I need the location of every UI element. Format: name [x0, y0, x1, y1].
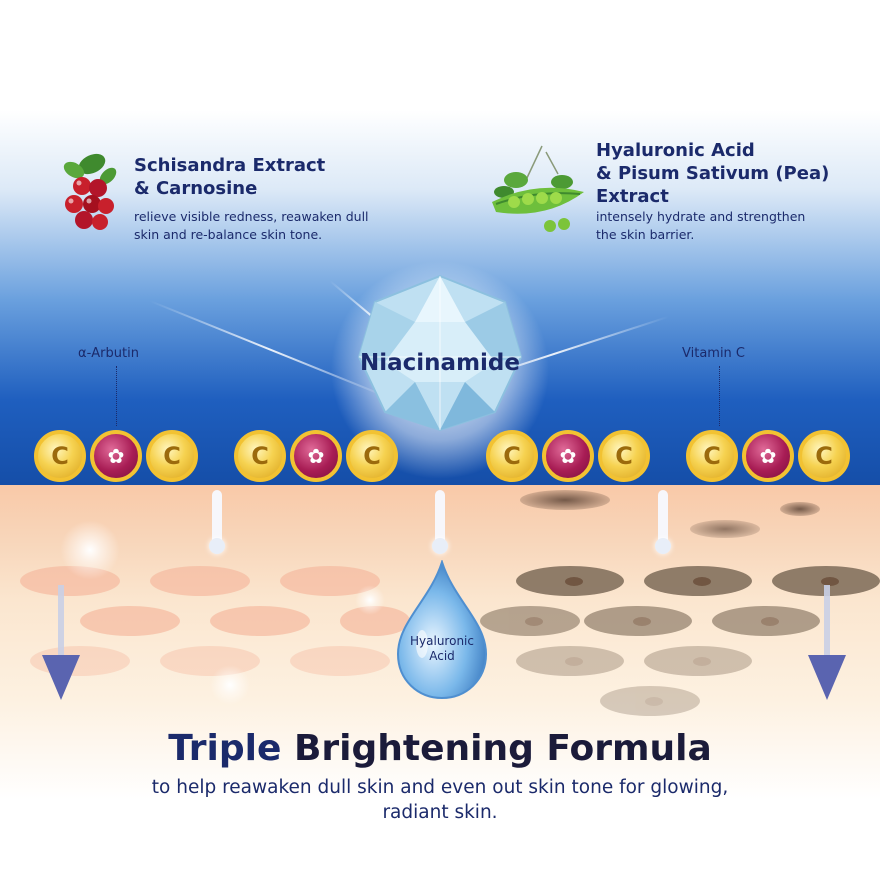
sparkle	[355, 585, 385, 615]
skin-channel	[655, 490, 671, 554]
arbutin-molecule: ✿	[742, 430, 794, 482]
arbutin-label: α-Arbutin	[78, 346, 139, 361]
sparkle	[210, 665, 250, 705]
left-title-line: Schisandra Extract	[134, 155, 326, 176]
vitamin-c-molecule: C	[598, 430, 650, 482]
arbutin-molecule: ✿	[290, 430, 342, 482]
subtitle-line: to help reawaken dull skin and even out …	[151, 777, 729, 798]
dark-spot	[520, 490, 610, 510]
pigmented-cell	[644, 646, 752, 676]
right-ingredient-title: Hyaluronic Acid & Pisum Sativum (Pea) Ex…	[596, 139, 829, 208]
sparkle	[60, 520, 120, 580]
pigmented-cell	[584, 606, 692, 636]
vitamin-c-molecule: C	[34, 430, 86, 482]
main-subtitle: to help reawaken dull skin and even out …	[80, 775, 800, 825]
droplet-label: Hyaluronic Acid	[394, 634, 490, 664]
right-desc-line: the skin barrier.	[596, 227, 695, 242]
title-accent: Triple	[168, 728, 282, 769]
pigmented-cell	[480, 606, 580, 636]
pigmented-cell	[516, 566, 624, 596]
main-title: Triple Brightening Formula	[0, 728, 880, 769]
pigmented-cell	[712, 606, 820, 636]
dark-spot	[690, 520, 760, 538]
flower-icon: ✿	[759, 444, 777, 468]
flower-icon: ✿	[307, 444, 325, 468]
left-ingredient-title: Schisandra Extract & Carnosine	[134, 154, 325, 200]
pigmented-cell	[600, 686, 700, 716]
vitamin-c-molecule: C	[798, 430, 850, 482]
right-desc-line: intensely hydrate and strengthen	[596, 209, 806, 224]
flower-icon: ✿	[559, 444, 577, 468]
pea-pod-icon	[492, 145, 584, 232]
vitamin-c-molecule: C	[346, 430, 398, 482]
vitamin-c-molecule: C	[686, 430, 738, 482]
right-ingredient-desc: intensely hydrate and strengthen the ski…	[596, 208, 805, 244]
title-rest: Brightening Formula	[281, 728, 712, 769]
left-desc-line: skin and re-balance skin tone.	[134, 227, 323, 242]
right-title-line: Hyaluronic Acid	[596, 140, 755, 161]
skin-channel	[432, 490, 448, 554]
vitamin-c-molecule: C	[234, 430, 286, 482]
pigmented-cell	[516, 646, 624, 676]
right-title-line: Extract	[596, 186, 669, 207]
left-desc-line: relieve visible redness, reawaken dull	[134, 209, 369, 224]
vitamin-c-molecule: C	[146, 430, 198, 482]
subtitle-line: radiant skin.	[382, 802, 498, 823]
skin-cell	[290, 646, 390, 676]
pigmented-cell	[644, 566, 752, 596]
vitamin-c-molecule: C	[486, 430, 538, 482]
berries-icon	[63, 153, 117, 230]
droplet-label-line: Hyaluronic	[410, 634, 474, 648]
arbutin-leader	[116, 366, 117, 426]
right-title-line: & Pisum Sativum (Pea)	[596, 163, 830, 184]
down-arrow-icon	[42, 585, 80, 700]
droplet-label-line: Acid	[429, 649, 455, 663]
vitamin-c-leader	[719, 366, 720, 426]
skin-cell	[80, 606, 180, 636]
flower-icon: ✿	[107, 444, 125, 468]
skin-cell	[210, 606, 310, 636]
droplet-icon	[396, 560, 488, 700]
left-ingredient-desc: relieve visible redness, reawaken dull s…	[134, 208, 369, 244]
arbutin-molecule: ✿	[542, 430, 594, 482]
niacinamide-label: Niacinamide	[360, 350, 520, 376]
skin-cell	[150, 566, 250, 596]
diamond-icon	[357, 274, 523, 432]
down-arrow-icon	[808, 585, 846, 700]
skin-channel	[209, 490, 225, 554]
vitamin-c-label: Vitamin C	[682, 346, 746, 361]
dark-spot	[780, 502, 820, 516]
arbutin-molecule: ✿	[90, 430, 142, 482]
left-title-line: & Carnosine	[134, 178, 258, 199]
